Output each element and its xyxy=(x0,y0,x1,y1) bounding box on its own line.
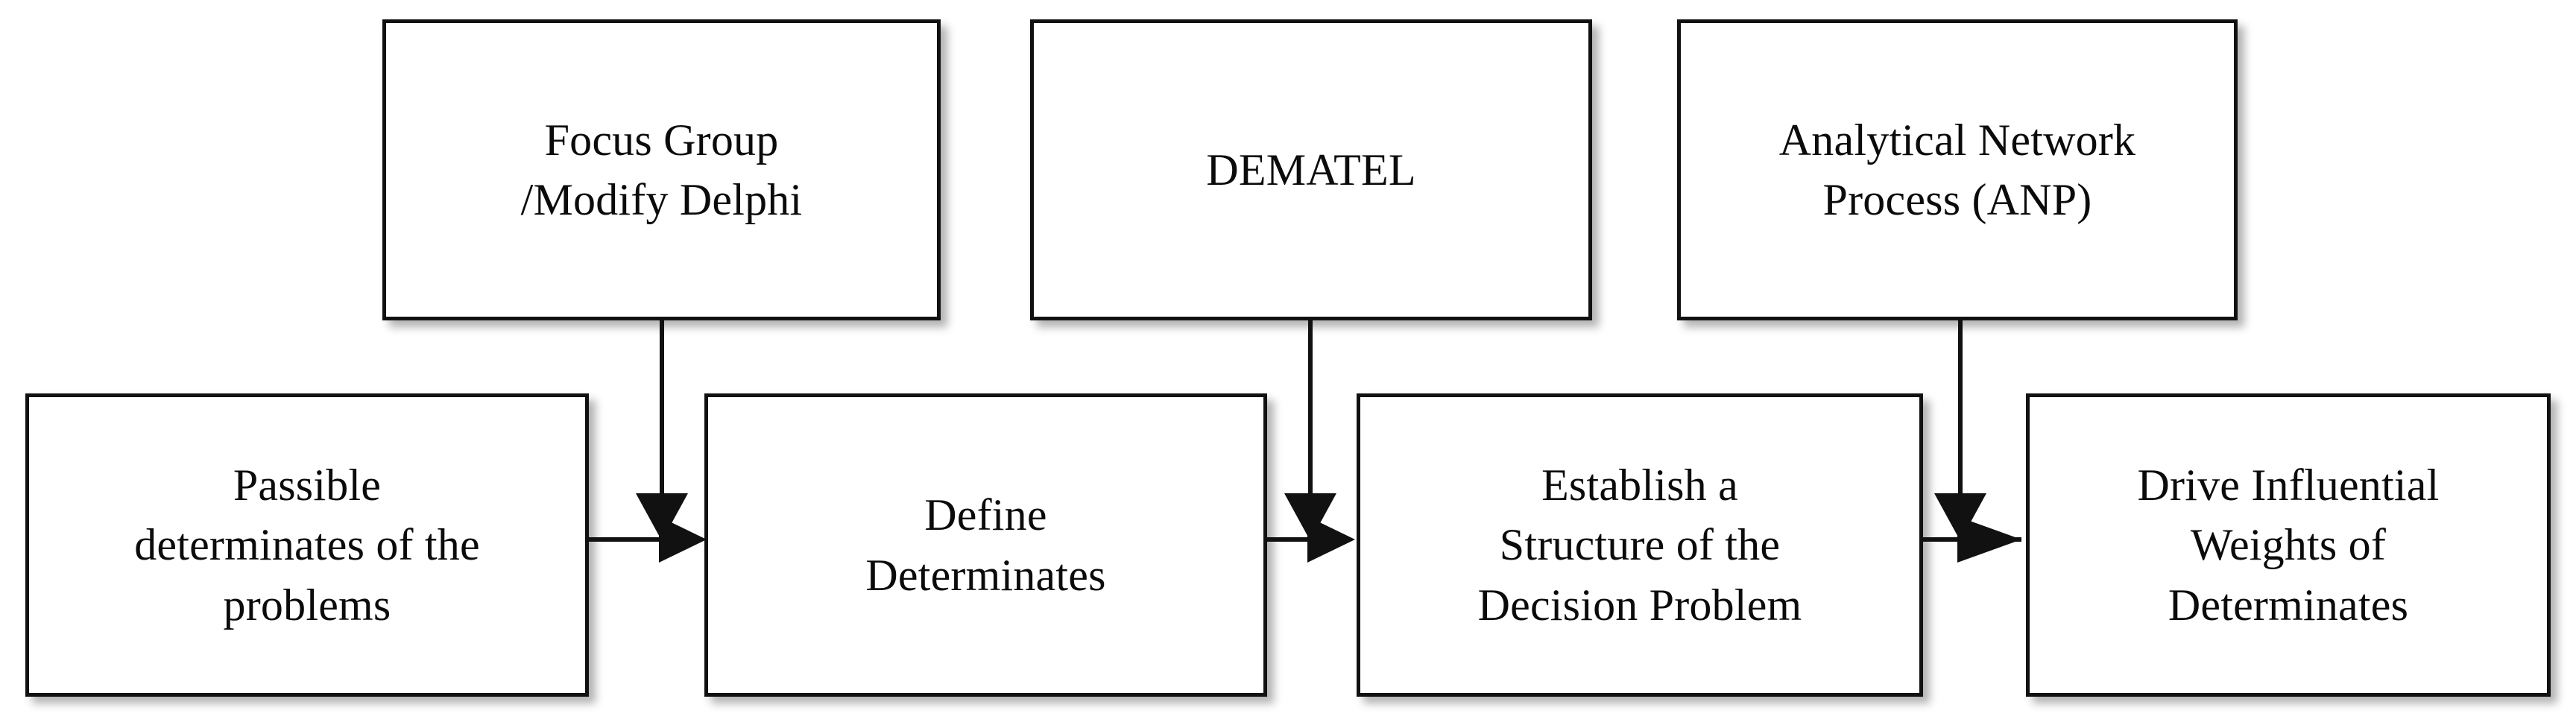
node-focus-group-label: Focus Group /Modify Delphi xyxy=(520,115,803,224)
node-dematel[interactable]: DEMATEL xyxy=(1030,19,1592,320)
node-analytical-network-process[interactable]: Analytical Network Process (ANP) xyxy=(1677,19,2238,320)
node-drive-influential-weights-label: Drive Influential Weights of Determinate… xyxy=(2137,460,2440,630)
arrow-define-to-establish xyxy=(1267,516,1355,563)
node-focus-group[interactable]: Focus Group /Modify Delphi xyxy=(382,19,941,320)
node-define-determinates-label: Define Determinates xyxy=(865,490,1106,600)
node-establish-structure[interactable]: Establish a Structure of the Decision Pr… xyxy=(1357,393,1923,697)
node-define-determinates[interactable]: Define Determinates xyxy=(704,393,1267,697)
node-dematel-label: DEMATEL xyxy=(1206,145,1416,194)
node-analytical-network-process-label: Analytical Network Process (ANP) xyxy=(1778,115,2136,224)
arrow-dematel-down xyxy=(1284,320,1336,541)
node-establish-structure-label: Establish a Structure of the Decision Pr… xyxy=(1477,460,1802,630)
node-possible-determinates-label: Passible determinates of the problems xyxy=(134,460,480,630)
arrow-focus-group-down xyxy=(636,320,688,541)
arrow-possible-to-define xyxy=(589,516,707,563)
node-possible-determinates[interactable]: Passible determinates of the problems xyxy=(25,393,589,697)
node-drive-influential-weights[interactable]: Drive Influential Weights of Determinate… xyxy=(2026,393,2551,697)
arrow-anp-down xyxy=(1934,320,1986,541)
arrow-establish-to-drive xyxy=(1923,516,2021,563)
